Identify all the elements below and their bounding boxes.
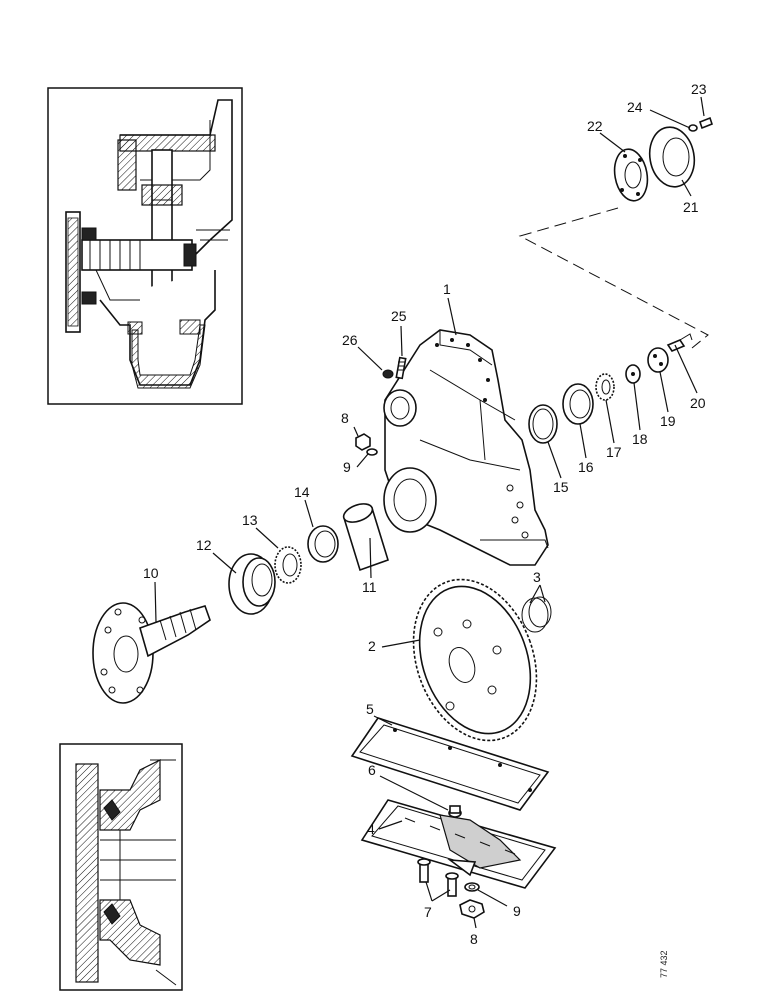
callout-8-top: 8 xyxy=(341,410,349,426)
callout-25: 25 xyxy=(391,308,407,324)
callout-15: 15 xyxy=(553,479,569,495)
callout-labels: 1 2 3 4 5 6 7 8 8 9 9 10 11 12 13 14 15 … xyxy=(143,81,707,947)
callout-9-bottom: 9 xyxy=(513,903,521,919)
gear xyxy=(412,578,538,742)
section-inset-bottom xyxy=(59,743,183,991)
bearing-cup-14 xyxy=(307,525,339,563)
callout-26: 26 xyxy=(342,332,358,348)
main-housing xyxy=(383,329,549,566)
callout-14: 14 xyxy=(294,484,310,500)
callout-9-top: 9 xyxy=(343,459,351,475)
callout-13: 13 xyxy=(242,512,258,528)
drawing-number: 77 432 xyxy=(659,950,669,978)
callout-20: 20 xyxy=(690,395,706,411)
callout-19: 19 xyxy=(660,413,676,429)
section-inset-top xyxy=(47,87,243,405)
bearing-cone-13 xyxy=(274,546,302,584)
housing-fasteners xyxy=(355,356,407,456)
callout-17: 17 xyxy=(606,444,622,460)
sump-pan xyxy=(360,799,557,889)
callout-18: 18 xyxy=(632,431,648,447)
callout-23: 23 xyxy=(691,81,707,97)
callout-16: 16 xyxy=(578,459,594,475)
oil-seal xyxy=(228,553,276,615)
circlips xyxy=(521,596,552,633)
callout-2: 2 xyxy=(368,638,376,654)
callout-22: 22 xyxy=(587,118,603,134)
callout-7: 7 xyxy=(424,904,432,920)
callout-5: 5 xyxy=(366,701,374,717)
callout-8-bottom: 8 xyxy=(470,931,478,947)
gasket xyxy=(350,717,550,811)
callout-11: 11 xyxy=(362,579,377,595)
callout-1: 1 xyxy=(443,281,451,297)
callout-3: 3 xyxy=(533,569,541,585)
callout-12: 12 xyxy=(196,537,212,553)
bottom-fasteners xyxy=(417,858,485,919)
leader-lines xyxy=(154,96,705,929)
bush xyxy=(342,503,389,572)
callout-21: 21 xyxy=(683,199,699,215)
right-bearing-stack xyxy=(528,333,693,444)
output-flange-shaft xyxy=(92,602,211,704)
callout-24: 24 xyxy=(627,99,643,115)
callout-10: 10 xyxy=(143,565,159,581)
callout-4: 4 xyxy=(367,821,375,837)
assembly-line xyxy=(518,207,709,349)
end-cover xyxy=(613,116,713,202)
drain-plug xyxy=(448,805,462,818)
callout-6: 6 xyxy=(368,762,376,778)
